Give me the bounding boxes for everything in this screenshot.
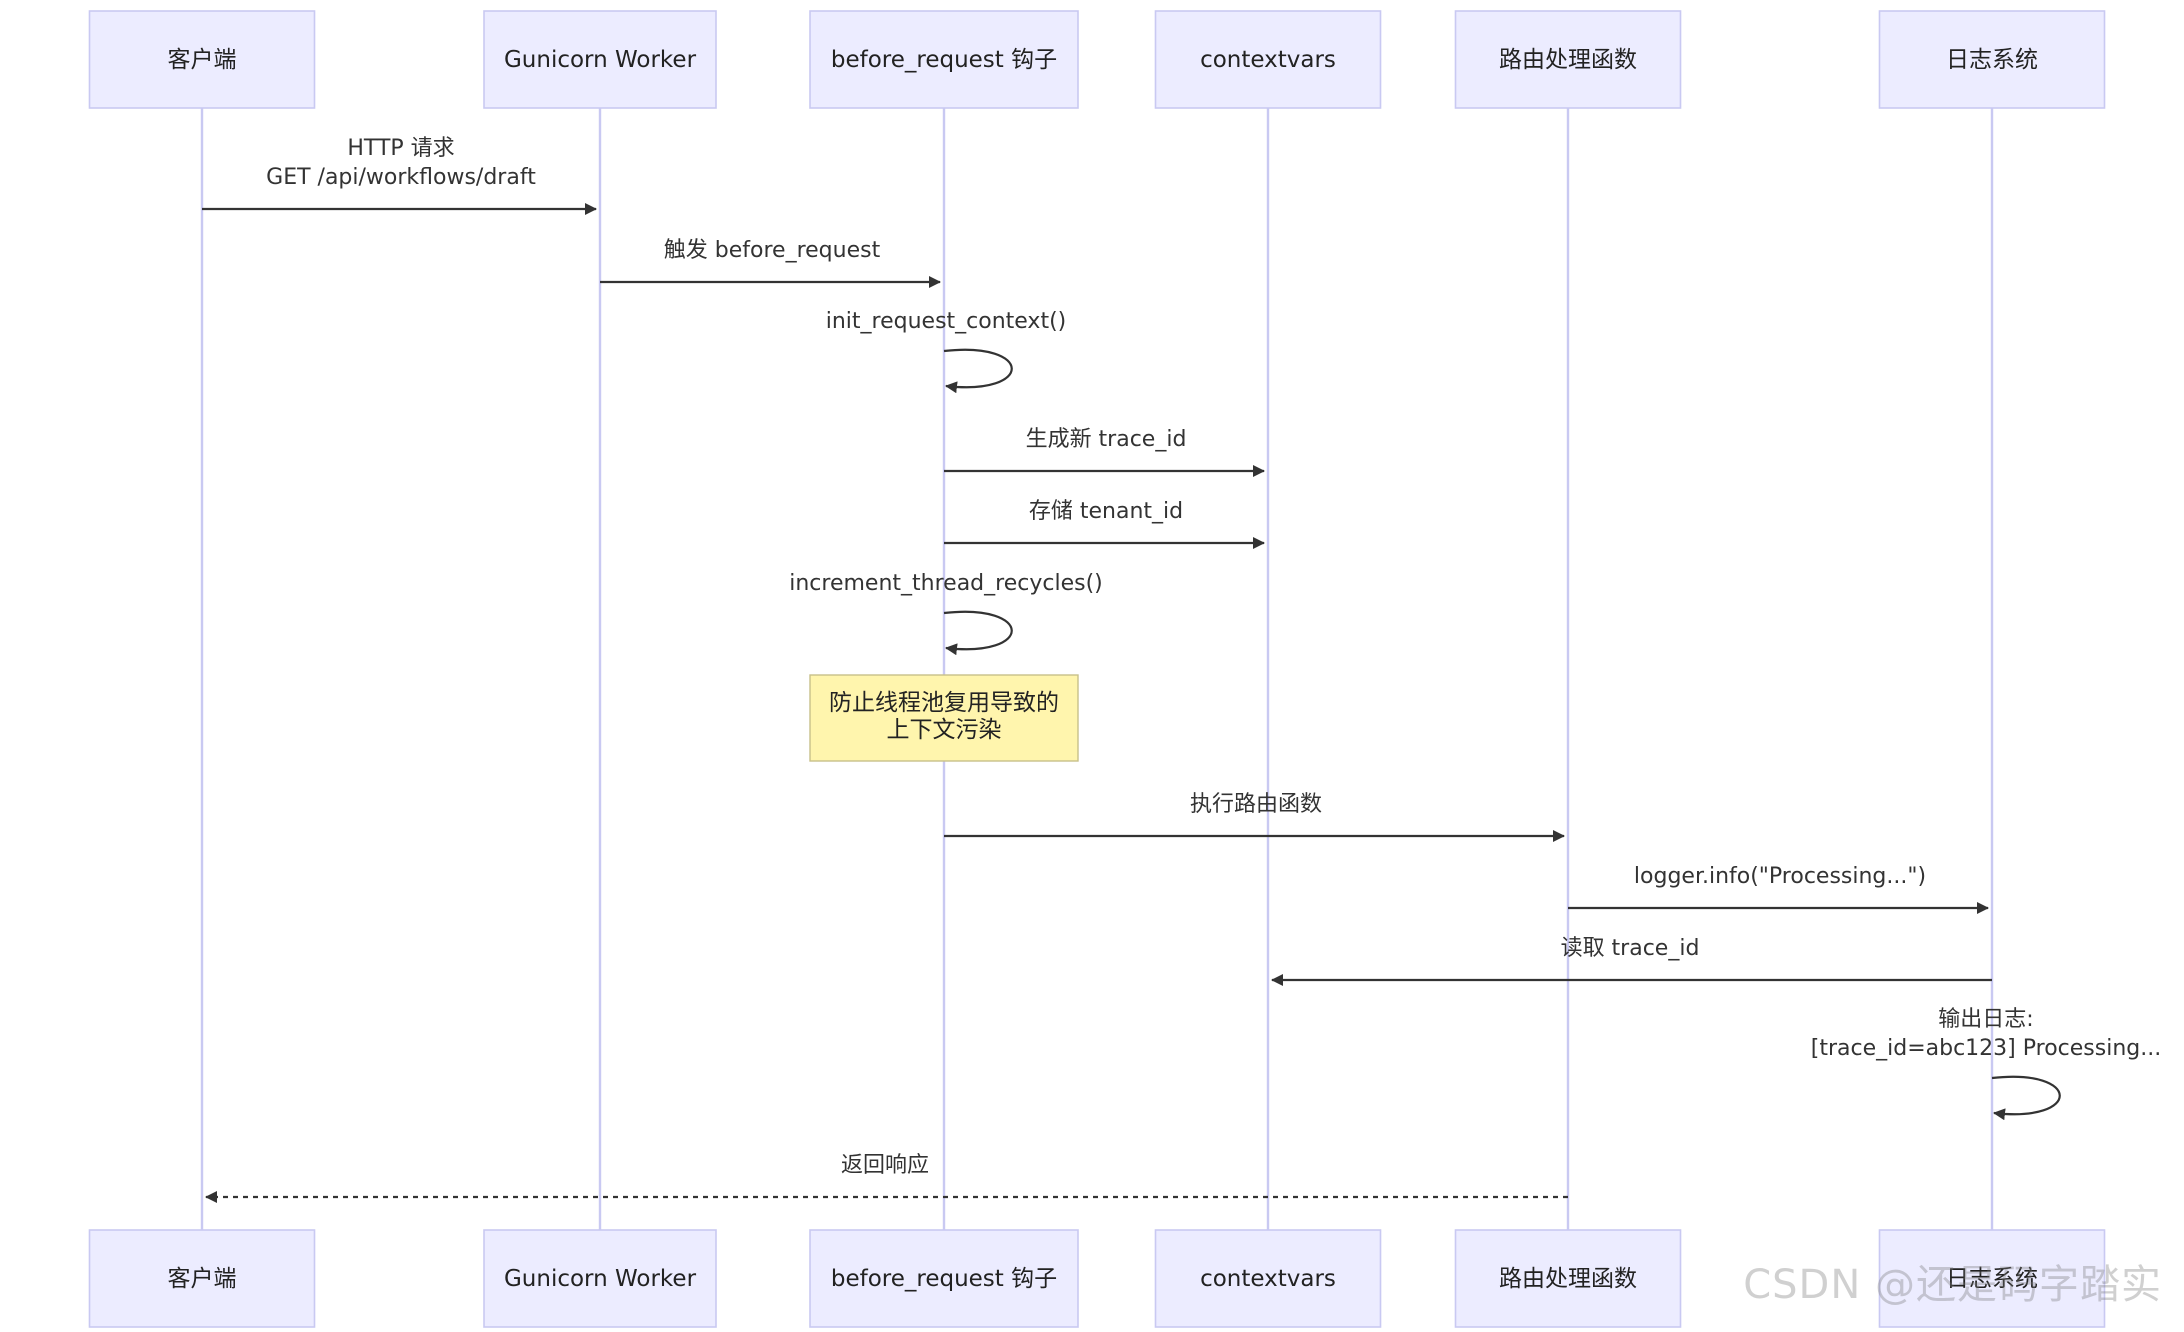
participant-worker-bottom: Gunicorn Worker [483,1229,717,1328]
message-label: 存储 tenant_id [1029,499,1183,524]
message-10: 输出日志: [trace_id=abc123] Processing... [1811,1007,2161,1121]
participant-route-top: 路由处理函数 [1454,10,1682,109]
self-message-arrow [943,610,1013,656]
message-label: HTTP 请求 [347,136,454,161]
participant-label: contextvars [1200,47,1336,73]
participant-box [809,10,1079,109]
message-9: 读取 trace_id [1271,936,1992,986]
message-2: 触发 before_request [600,238,941,288]
participant-box [483,1229,717,1328]
participant-ctx-bottom: contextvars [1154,1229,1382,1328]
participant-hook-top: before_request 钩子 [809,10,1079,109]
participant-label: 路由处理函数 [1499,1266,1637,1292]
message-7: 执行路由函数 [944,792,1565,842]
message-label: GET /api/workflows/draft [266,165,536,190]
participant-box [1454,1229,1682,1328]
note-label: 上下文污染 [887,717,1002,743]
self-message-arrow [943,348,1013,394]
message-label: 输出日志: [1938,1007,2033,1032]
watermark-text: CSDN @还是码字踏实 [1743,1262,2162,1308]
message-label: 返回响应 [841,1153,929,1178]
participant-label: 客户端 [168,47,237,73]
participant-box [1878,10,2106,109]
message-label: 触发 before_request [664,238,881,263]
message-label: 执行路由函数 [1190,792,1322,817]
participant-label: before_request 钩子 [831,1266,1057,1292]
participant-client-top: 客户端 [88,10,316,109]
message-3: init_request_context() [826,309,1067,394]
message-label: 读取 trace_id [1561,936,1700,961]
message-label: [trace_id=abc123] Processing... [1811,1036,2161,1061]
message-label: init_request_context() [826,309,1067,334]
participant-box [1154,1229,1382,1328]
note-label: 防止线程池复用导致的 [829,690,1059,716]
participant-route-bottom: 路由处理函数 [1454,1229,1682,1328]
message-5: 存储 tenant_id [944,499,1265,549]
participant-ctx-top: contextvars [1154,10,1382,109]
participant-worker-top: Gunicorn Worker [483,10,717,109]
self-message-arrow [1991,1075,2061,1121]
participant-log-bottom: 日志系统 [1878,1229,2106,1328]
participant-label: contextvars [1200,1266,1336,1292]
note-box [809,674,1079,762]
participant-label: 路由处理函数 [1499,47,1637,73]
message-6: increment_thread_recycles() [789,571,1103,656]
message-label: 生成新 trace_id [1026,427,1187,452]
participant-label: before_request 钩子 [831,47,1057,73]
message-11: 返回响应 [205,1153,1568,1203]
participant-log-top: 日志系统 [1878,10,2106,109]
participant-box [1878,1229,2106,1328]
participant-label: 客户端 [168,1266,237,1292]
participant-label: 日志系统 [1946,1266,2038,1292]
message-1: HTTP 请求 GET /api/workflows/draft [202,136,597,215]
message-8: logger.info("Processing...") [1568,864,1989,914]
participant-box [88,10,316,109]
message-label: increment_thread_recycles() [789,571,1102,596]
participant-box [483,10,717,109]
participant-label: Gunicorn Worker [504,1266,697,1292]
participant-box [1154,10,1382,109]
participant-client-bottom: 客户端 [88,1229,316,1328]
participant-box [88,1229,316,1328]
participant-box [1454,10,1682,109]
message-label: logger.info("Processing...") [1634,864,1926,889]
participant-hook-bottom: before_request 钩子 [809,1229,1079,1328]
message-4: 生成新 trace_id [944,427,1265,477]
participant-label: 日志系统 [1946,47,2038,73]
participant-label: Gunicorn Worker [504,47,697,73]
participant-box [809,1229,1079,1328]
